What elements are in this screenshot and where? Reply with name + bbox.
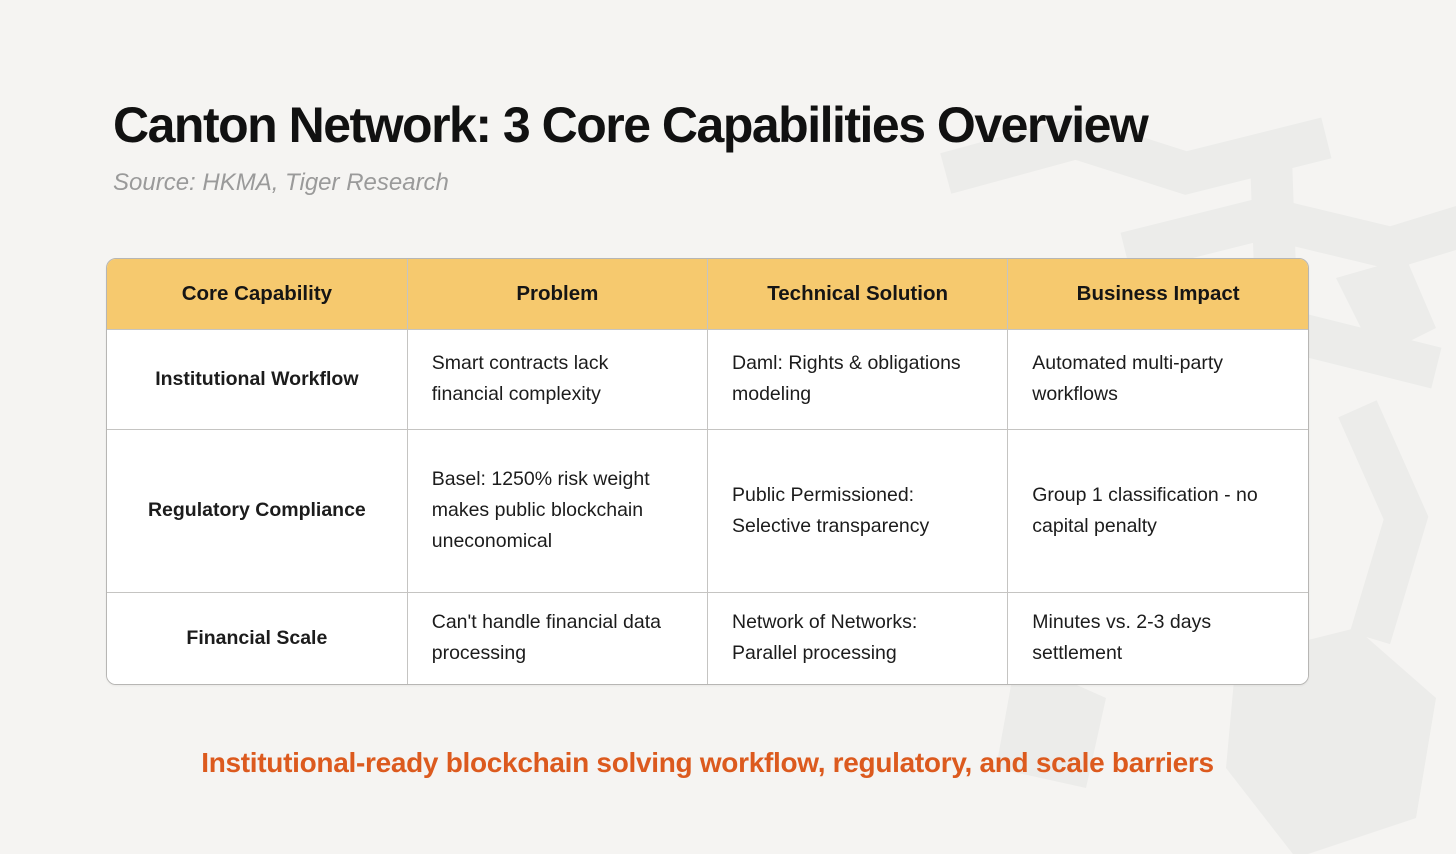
page-title: Canton Network: 3 Core Capabilities Over… [113,97,1149,153]
cell-problem: Basel: 1250% risk weight makes public bl… [406,428,709,593]
capabilities-table: Core Capability Problem Technical Soluti… [106,258,1309,685]
cell-solution: Public Permissioned: Selective transpare… [706,428,1009,593]
cell-capability: Financial Scale [107,591,408,684]
cell-solution: Network of Networks: Parallel processing [706,591,1009,684]
table-row-institutional-workflow: Institutional Workflow Smart contracts l… [107,328,1308,430]
table-header-row: Core Capability Problem Technical Soluti… [107,259,1308,330]
header-cell-business-impact: Business Impact [1007,259,1308,330]
cell-problem: Can't handle financial data processing [406,591,709,684]
cell-impact: Automated multi-party workflows [1007,328,1308,430]
cell-impact: Group 1 classification - no capital pena… [1007,428,1308,593]
cell-capability: Institutional Workflow [107,328,408,430]
header-cell-core-capability: Core Capability [107,259,408,330]
cell-problem: Smart contracts lack financial complexit… [406,328,709,430]
cell-solution: Daml: Rights & obligations modeling [706,328,1009,430]
cell-capability: Regulatory Compliance [107,428,408,593]
header-cell-problem: Problem [406,259,709,330]
source-caption: Source: HKMA, Tiger Research [113,169,449,196]
header-cell-technical-solution: Technical Solution [706,259,1009,330]
table-row-financial-scale: Financial Scale Can't handle financial d… [107,591,1308,684]
footer-tagline: Institutional-ready blockchain solving w… [201,747,1214,778]
slide-content: Canton Network: 3 Core Capabilities Over… [0,98,1456,779]
cell-impact: Minutes vs. 2-3 days settlement [1007,591,1308,684]
table-row-regulatory-compliance: Regulatory Compliance Basel: 1250% risk … [107,428,1308,593]
